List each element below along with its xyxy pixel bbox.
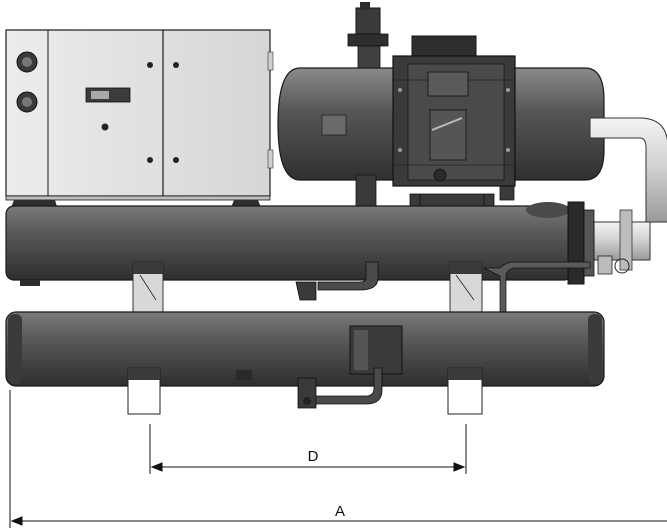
emergency-switch-dial [16,91,38,113]
drain-pipe [297,367,383,409]
expansion-valve [597,255,630,275]
door-lock [101,123,109,131]
dimension-d-label: D [308,448,319,465]
condenser-shell [5,201,595,286]
screw-compressor [392,35,516,187]
main-switch-dial [16,51,38,73]
capacity-control-valves [427,71,469,182]
dimension-lines [9,390,667,528]
control-cabinet [5,29,274,210]
condenser-brackets [132,261,483,315]
discharge-pipe [589,117,667,271]
dimension-a-label: A [335,503,345,520]
evaporator-feet [127,367,483,415]
evaporator-shell [5,311,605,387]
suction-valve [347,2,389,69]
